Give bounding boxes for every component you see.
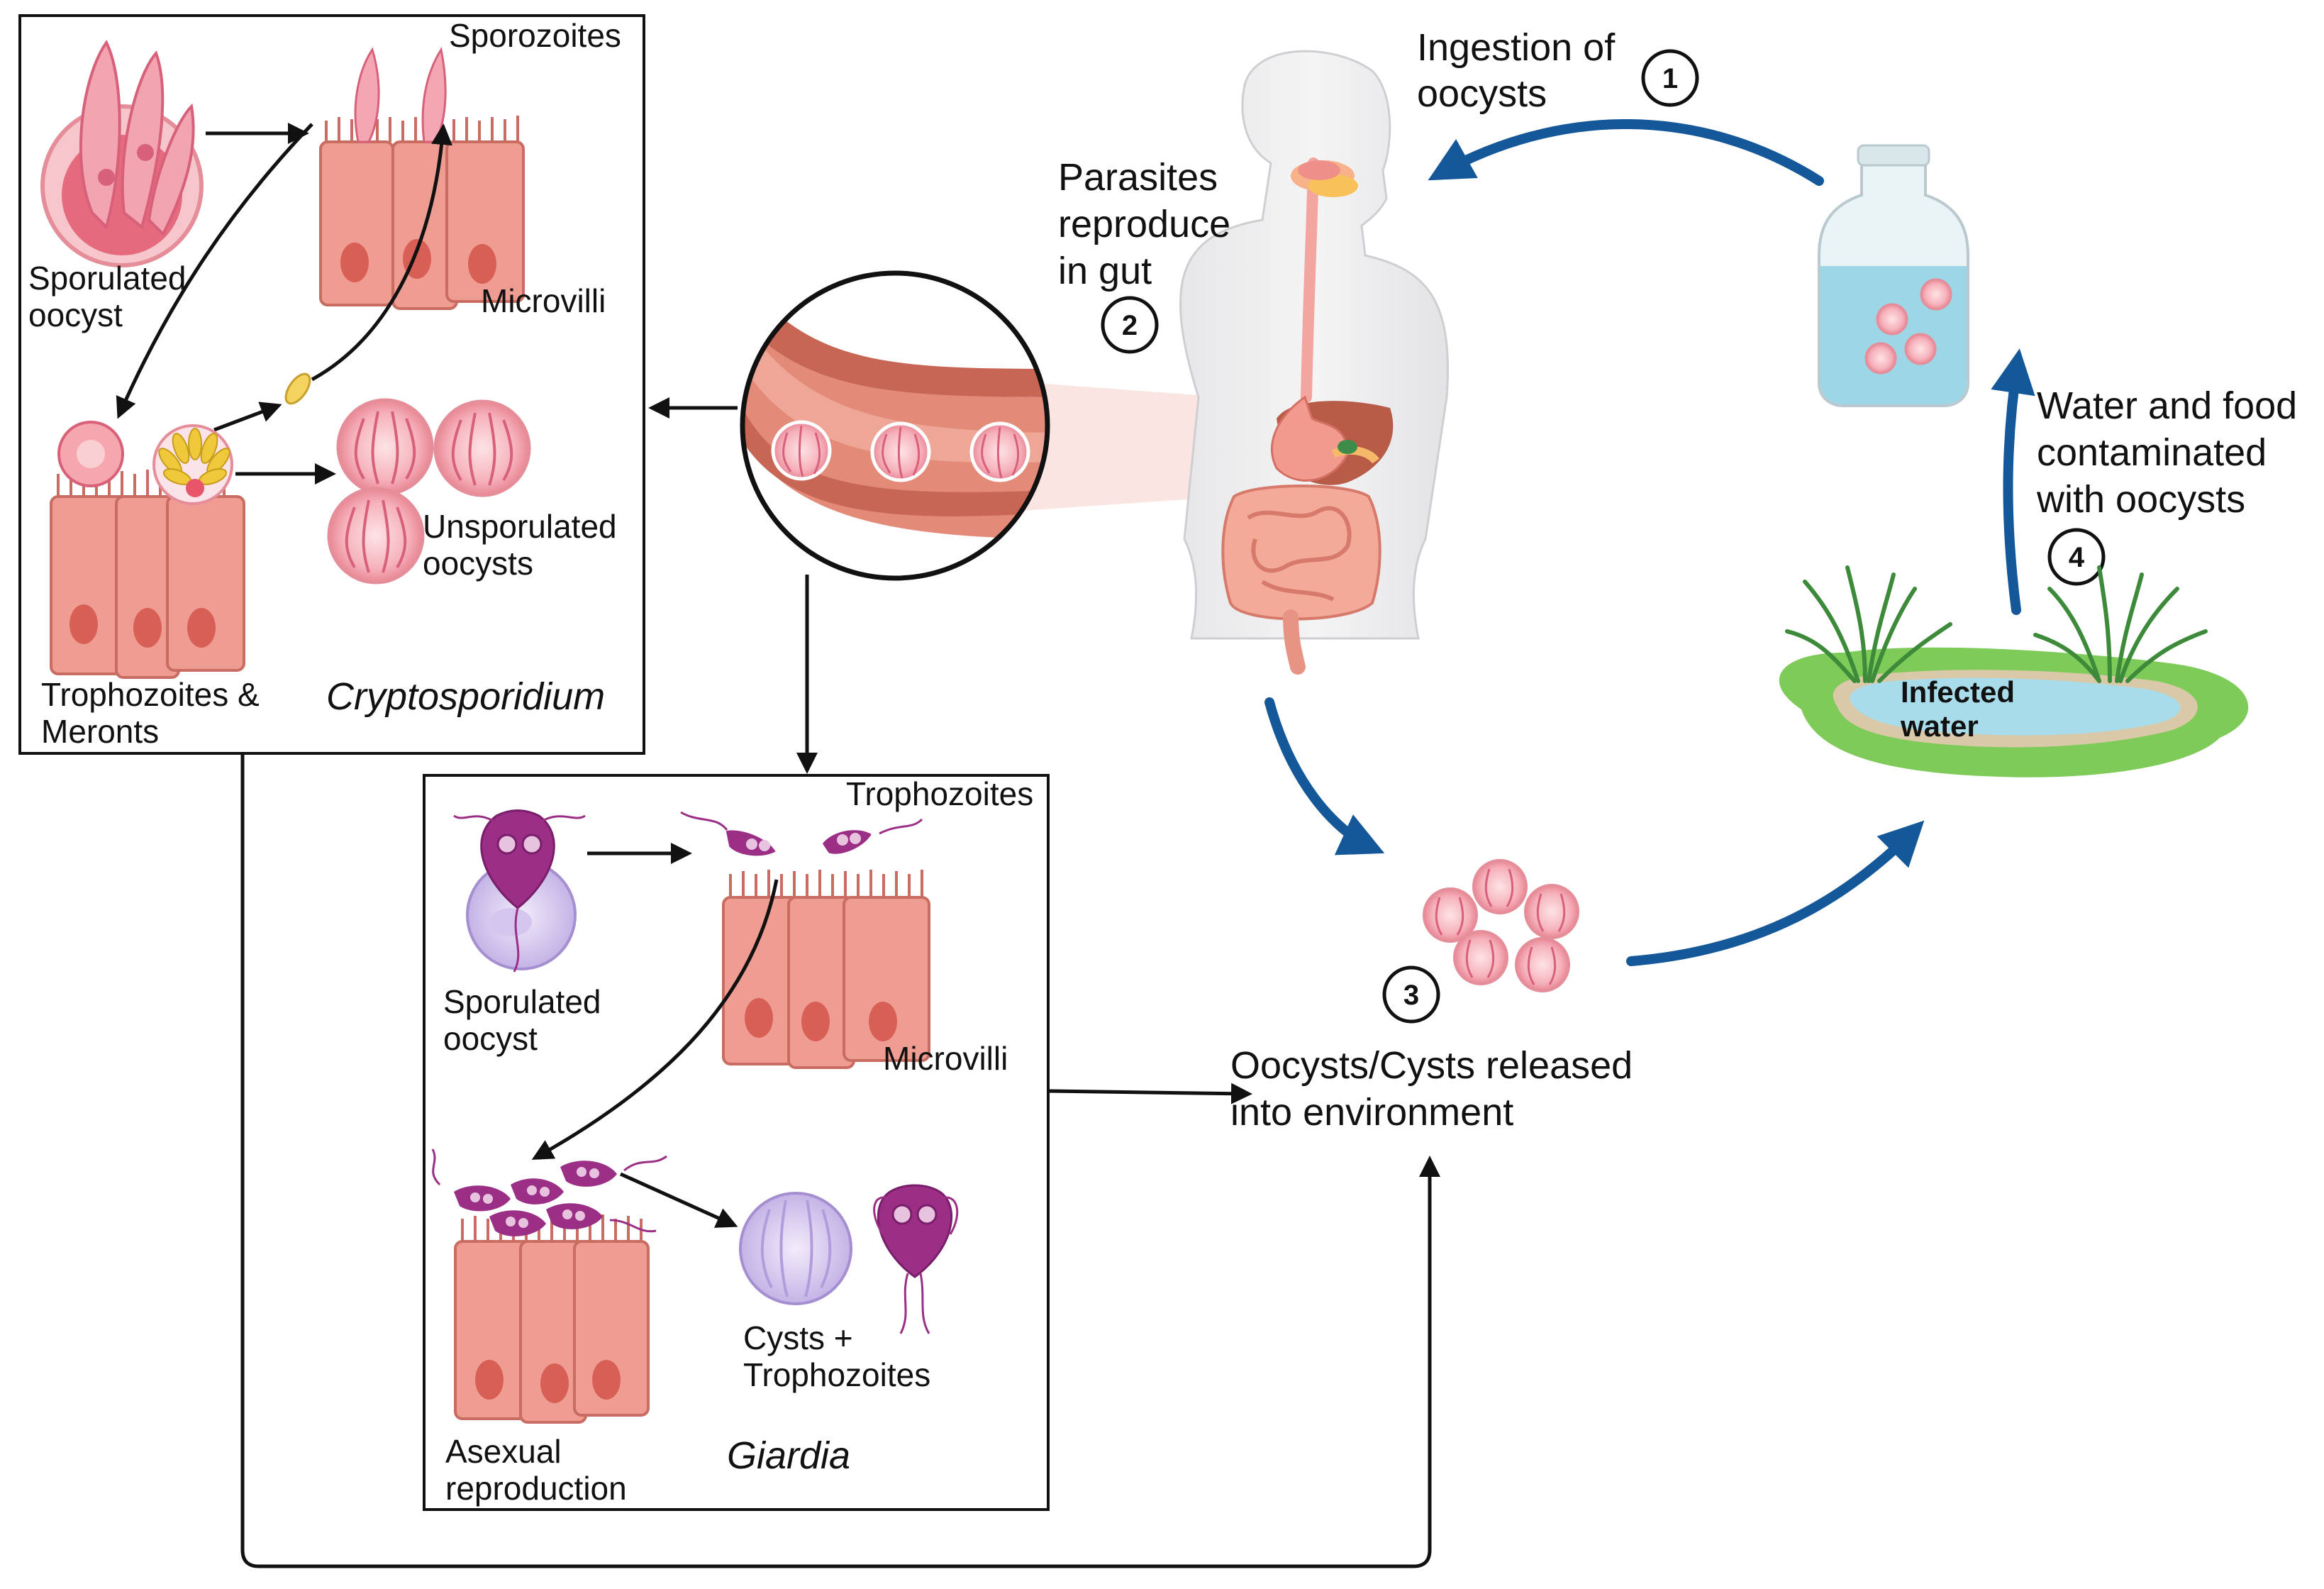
giardia-title: Giardia [727, 1434, 850, 1477]
giardia-sporulated-oocyst-icon [453, 809, 586, 973]
svg-text:4: 4 [2069, 542, 2085, 573]
unsporulated-oocysts-label-2: oocysts [423, 545, 533, 582]
svg-text:2: 2 [1122, 310, 1138, 341]
giardia-trophozoite-icon [873, 1184, 959, 1334]
arrow-release [1264, 697, 1385, 856]
step2-label-1: Parasites [1058, 156, 1218, 199]
arrow-asexual-to-cysts [619, 1172, 738, 1228]
step1-label-2: oocysts [1417, 72, 1547, 115]
giardia-sporulated-label-2: oocyst [443, 1020, 538, 1057]
step2-label-2: reproduce [1058, 203, 1230, 245]
cryptosporidium-box [18, 14, 645, 755]
gut-magnifier [740, 270, 1227, 581]
svg-text:3: 3 [1403, 980, 1419, 1011]
arrow-sporozoites-to-trophozoites [116, 123, 313, 419]
arrow-contamination [1991, 348, 2035, 615]
asexual-reproduction-cells [431, 1148, 667, 1424]
arrow-giardia-to-environment [1049, 1083, 1252, 1104]
unsporulated-oocysts-icon [327, 398, 531, 585]
step3-label-1: Oocysts/Cysts released [1230, 1044, 1633, 1087]
arrow-to-water [1626, 820, 1925, 966]
unsporulated-oocysts-label-1: Unsporulated [423, 508, 617, 545]
giardia-top-cells [680, 811, 930, 1069]
trophozoites-meronts-label-1: Trophozoites & [41, 676, 260, 713]
cryptosporidium-panel: Sporulated oocyst Sporozoites Microvilli [18, 14, 645, 755]
infected-water-label-2: water [1900, 709, 1979, 743]
step4-badge: 4 [2047, 528, 2106, 586]
step4-label-1: Water and food [2037, 384, 2297, 427]
sporulated-oocyst-label-2: oocyst [28, 297, 123, 333]
released-oocysts-icon [1423, 859, 1579, 992]
asexual-reproduction-label-2: reproduction [445, 1470, 627, 1507]
step1-label-1: Ingestion of [1417, 26, 1616, 69]
pond-icon [1779, 565, 2249, 777]
sporulated-oocyst-label-1: Sporulated [28, 260, 187, 297]
step4-label-3: with oocysts [2036, 478, 2245, 521]
human-body-icon [1179, 50, 1449, 675]
giardia-panel: Trophozoites Sporulated oocyst [423, 774, 1050, 1511]
sporozoites-label: Sporozoites [449, 17, 621, 54]
crypto-microvilli-label: Microvilli [481, 282, 606, 319]
arrow-meront-to-merozoite [213, 402, 282, 432]
water-bottle-icon [1818, 144, 1969, 407]
cyst-icon [739, 1192, 852, 1305]
cysts-trophozoites-label-2: Trophozoites [743, 1356, 930, 1393]
step2-badge: 2 [1101, 296, 1159, 354]
step3-badge: 3 [1382, 965, 1440, 1024]
step3-label-2: into environment [1230, 1091, 1513, 1134]
giardia-box [423, 774, 1050, 1511]
sporulated-oocyst-icon [40, 40, 204, 267]
asexual-reproduction-label-1: Asexual [445, 1433, 562, 1470]
svg-text:1: 1 [1662, 63, 1678, 94]
arrow-cryptosporidium-to-environment [240, 753, 1440, 1568]
arrow-ingestion [1428, 118, 1824, 186]
merozoite-icon [284, 372, 311, 405]
cryptosporidium-title: Cryptosporidium [326, 675, 605, 718]
trophozoites-meronts-label-2: Meronts [41, 713, 159, 750]
arrow-trophozoites-to-asexual [531, 879, 779, 1160]
step4-label-2: contaminated [2037, 431, 2267, 474]
gut-oocysts-icon [771, 420, 1030, 482]
giardia-sporulated-label-1: Sporulated [443, 983, 601, 1020]
giardia-trophozoites-label: Trophozoites [846, 775, 1033, 812]
infected-water-label-1: Infected [1901, 675, 2015, 709]
giardia-microvilli-label: Microvilli [883, 1040, 1008, 1077]
cysts-trophozoites-label-1: Cysts + [743, 1319, 853, 1356]
arrow-merozoite-to-cells [311, 123, 452, 382]
step2-label-3: in gut [1058, 250, 1152, 292]
top-epithelial-cells [319, 47, 525, 310]
step1-badge: 1 [1641, 49, 1699, 107]
bottom-epithelial-cells [50, 421, 245, 679]
